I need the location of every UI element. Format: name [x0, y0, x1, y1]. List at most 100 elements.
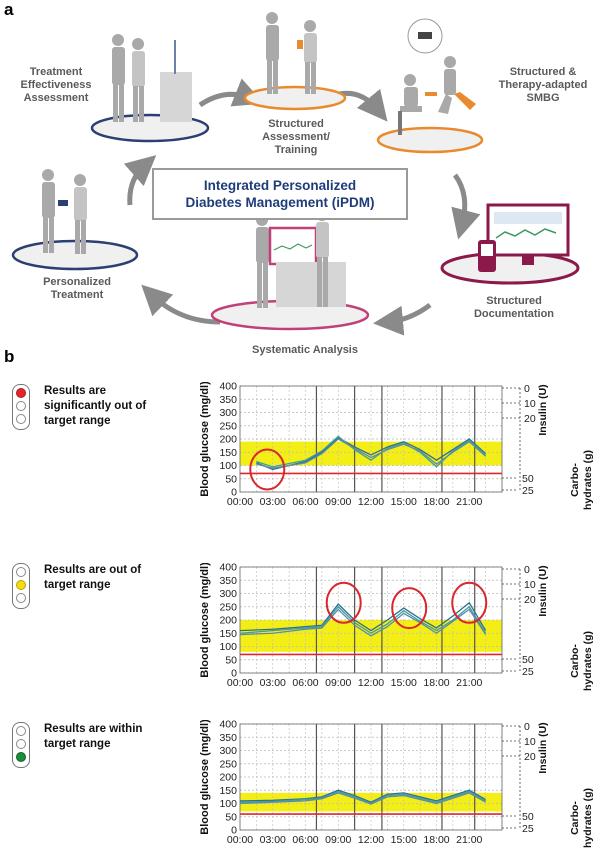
label-line: Training: [274, 144, 318, 156]
row-label-line: Results are within: [44, 723, 143, 735]
y-tick-label: 200: [219, 615, 237, 627]
insulin-axis-title: Insulin (U): [537, 384, 549, 435]
cycle-arrow-6: [123, 155, 157, 206]
label-line: Treatment: [50, 289, 104, 301]
y-axis-title: Blood glucose (mg/dl): [199, 382, 211, 497]
insulin-tick-label: 20: [524, 594, 536, 606]
insulin-tick-label: 20: [524, 413, 536, 425]
figures-structured-assessment: [266, 12, 317, 94]
carb-axis-title-part: Carbo-: [569, 463, 581, 497]
plot-frame: [239, 385, 503, 493]
carb-axis-title: Carbo-hydrates (g): [569, 450, 594, 510]
y-tick-label: 100: [219, 798, 237, 810]
lamp-bottom: [16, 593, 26, 603]
x-tick-label: 06:00: [292, 496, 318, 508]
platform-structured-assessment: [243, 85, 347, 111]
label-structured-smbg: Structured & Therapy-adapted SMBG: [488, 66, 598, 105]
carb-axis-title-part: Carbo-: [569, 801, 581, 835]
x-tick-label: 18:00: [423, 834, 449, 846]
x-tick-label: 15:00: [391, 677, 417, 689]
insulin-axis-title: Insulin (U): [537, 565, 549, 616]
x-tick-label: 09:00: [325, 834, 351, 846]
carb-tick-label: 25: [522, 666, 534, 678]
label-line: Effectiveness: [20, 79, 92, 91]
x-tick-label: 06:00: [292, 834, 318, 846]
label-structured-assessment: Structured Assessment/ Training: [244, 118, 348, 157]
y-tick-label: 300: [219, 407, 237, 419]
lamp-middle: [16, 739, 26, 749]
x-tick-label: 15:00: [391, 834, 417, 846]
carb-axis-title-part: hydrates (g): [582, 450, 594, 510]
insulin-tick-label: 10: [524, 736, 536, 748]
figures-structured-documentation: [478, 203, 570, 272]
x-tick-label: 12:00: [358, 677, 384, 689]
label-treatment-effectiveness: Treatment Effectiveness Assessment: [6, 66, 106, 105]
y-tick-label: 150: [219, 628, 237, 640]
label-line: Structured &: [509, 66, 577, 78]
x-tick-label: 18:00: [423, 496, 449, 508]
row-label-line: target range: [44, 579, 111, 591]
label-line: Personalized: [43, 276, 111, 288]
label-line: Systematic Analysis: [252, 344, 358, 356]
insulin-tick-label: 10: [524, 579, 536, 591]
row-label-line: Results are out of: [44, 564, 142, 576]
lamp-top: [16, 726, 26, 736]
x-tick-label: 21:00: [456, 834, 482, 846]
insulin-tick-label: 10: [524, 398, 536, 410]
label-structured-documentation: Structured Documentation: [454, 295, 574, 321]
glucose-series-line: [256, 436, 487, 471]
glucose-series-line: [239, 789, 486, 803]
x-tick-label: 00:00: [227, 834, 253, 846]
x-tick-label: 00:00: [227, 496, 253, 508]
traffic-light-green: [12, 722, 30, 768]
label-line: Treatment: [29, 66, 83, 78]
carb-tick-label: 25: [522, 485, 534, 497]
row-label-line: target range: [44, 415, 111, 427]
y-tick-label: 0: [231, 487, 237, 499]
lamp-top: [16, 567, 26, 577]
y-tick-label: 400: [219, 563, 237, 574]
insulin-tick-label: 0: [524, 564, 530, 576]
label-line: Therapy-adapted: [498, 79, 588, 91]
y-tick-label: 150: [219, 785, 237, 797]
carb-axis-title: Carbo-hydrates (g): [569, 788, 594, 848]
y-tick-label: 200: [219, 434, 237, 446]
label-personalized-treatment: Personalized Treatment: [22, 276, 132, 302]
row-label-out: Results are out of target range: [44, 563, 164, 593]
carb-axis-title-part: Carbo-: [569, 644, 581, 678]
x-tick-label: 03:00: [260, 834, 286, 846]
label-systematic-analysis: Systematic Analysis: [230, 344, 380, 357]
y-tick-label: 250: [219, 601, 237, 613]
y-tick-label: 400: [219, 382, 237, 393]
insulin-axis-title: Insulin (U): [537, 722, 549, 773]
row-label-within: Results are within target range: [44, 722, 164, 752]
y-tick-label: 0: [231, 668, 237, 680]
insulin-tick-label: 0: [524, 721, 530, 733]
label-line: Documentation: [473, 308, 555, 320]
y-tick-label: 350: [219, 394, 237, 406]
insulin-tick-label: 0: [524, 383, 530, 395]
y-axis-title: Blood glucose (mg/dl): [199, 563, 211, 678]
carb-tick-label: 50: [522, 811, 534, 823]
platform-structured-smbg: [376, 126, 484, 154]
cycle-arrow-5: [141, 284, 221, 325]
x-tick-label: 12:00: [358, 834, 384, 846]
plot-frame: [239, 566, 503, 674]
insulin-tick-label: 20: [524, 751, 536, 763]
label-line: Structured: [486, 295, 542, 307]
lamp-middle: [16, 580, 26, 590]
y-tick-label: 50: [225, 473, 237, 485]
x-tick-label: 03:00: [260, 496, 286, 508]
x-tick-label: 09:00: [325, 496, 351, 508]
out-of-range-highlight: [325, 581, 362, 624]
y-tick-label: 50: [225, 811, 237, 823]
carb-axis-title-part: hydrates (g): [582, 788, 594, 848]
label-line: Assessment: [23, 92, 89, 104]
lamp-bottom: [16, 414, 26, 424]
row-label-line: significantly out of: [44, 400, 147, 412]
y-tick-label: 50: [225, 654, 237, 666]
y-tick-label: 300: [219, 745, 237, 757]
x-tick-label: 15:00: [391, 496, 417, 508]
